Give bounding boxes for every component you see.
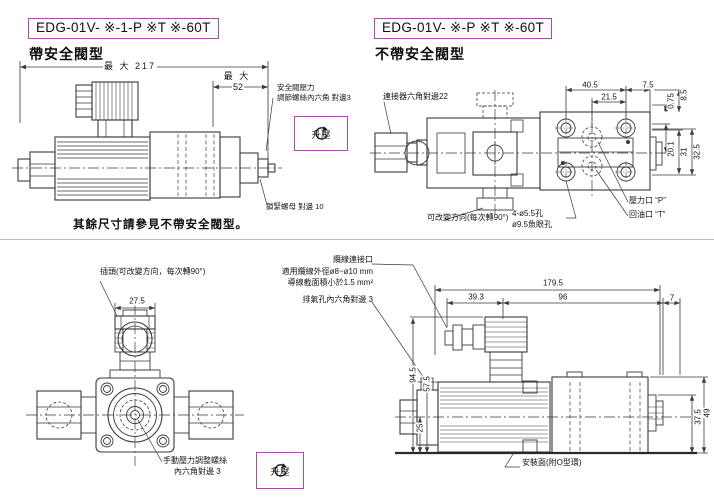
valve-top-outline [374, 92, 663, 211]
ann-port-p: 壓力口 “P” [629, 196, 666, 205]
dim-179-5: 179.5 [541, 278, 565, 288]
dim-overall-max-217: 最 大 217 [102, 60, 158, 72]
drawing-side-view [371, 263, 708, 468]
dim-8-5: 8.5 [679, 88, 689, 102]
model-code-box-safety: EDG-01V- ※-1-P ※T ※-60T [28, 18, 219, 39]
ann-bleed-hole: 排氣孔內六角對邊 3 [302, 295, 373, 304]
ann-relief-pressure-2: 調節螺絲內六角 對邊3 [277, 93, 351, 102]
ann-manual-screw-2: 內六角對邊 3 [174, 467, 221, 476]
pressure-rise-box-top: 升壓 [294, 116, 348, 151]
ann-cable-area: 導線截面積小於1.5 mm² [287, 278, 373, 287]
dim-57-5: 57.5 [422, 375, 432, 393]
drawing-top-view [370, 86, 696, 221]
pressure-rise-icon [273, 463, 287, 477]
ann-mount-holes-1: 4-ø5.5孔 [512, 209, 544, 218]
leader-lines [99, 280, 163, 463]
leader-lines [259, 97, 274, 206]
dim-20-1: 20.1 [666, 140, 676, 158]
dim-40-5: 40.5 [581, 80, 599, 90]
center-lines [370, 90, 666, 216]
ann-mount-holes-2: ø9.5魚眼孔 [512, 220, 553, 229]
leader-lines [383, 101, 629, 221]
valve-outline [17, 81, 276, 201]
dimension-lines [565, 86, 696, 176]
ann-cable-od: 適用纜線外徑ø8~ø10 mm [281, 267, 373, 276]
pressure-rise-label-bottom: 升壓 [270, 466, 290, 478]
model-code-std: EDG-01V- ※-P ※T ※-60T [382, 20, 545, 35]
type-label-safety: 帶安全閥型 [29, 46, 104, 62]
drawing-front-view [26, 280, 244, 466]
model-code-safety: EDG-01V- ※-1-P ※T ※-60T [36, 20, 211, 35]
pressure-rise-icon [314, 126, 328, 140]
dim-32-5: 32.5 [692, 143, 702, 161]
ann-mounting-surface: 安裝面(附O型環) [522, 458, 582, 467]
dim-25: 25 [415, 422, 425, 434]
dim-max-label: 最 大 [222, 70, 252, 82]
dim-21-5: 21.5 [600, 92, 618, 102]
type-label-std: 不帶安全閥型 [375, 46, 465, 62]
pressure-rise-box-bottom: 升壓 [256, 452, 304, 489]
pressure-rise-label-top: 升壓 [311, 129, 331, 141]
ann-connector-hex: 連接器六角對邊22 [383, 92, 448, 101]
model-code-box-std: EDG-01V- ※-P ※T ※-60T [374, 18, 553, 39]
connector-assembly [444, 316, 528, 383]
drawing-side-view-with-safety-valve [12, 61, 282, 206]
note-other-dimensions: 其餘尺寸請參見不帶安全閥型。 [73, 219, 248, 231]
dim-7-5: 7.5 [641, 80, 655, 90]
dim-0-75: 0.75 [666, 92, 676, 110]
dim-49: 49 [702, 407, 712, 419]
ann-relief-pressure-1: 安全閥壓力 [277, 83, 315, 92]
dimension-lines [410, 285, 708, 454]
valve-body [551, 371, 664, 454]
dim-27-5: 27.5 [128, 296, 146, 306]
ann-port-t: 回油口 “T” [629, 210, 666, 219]
dim-52: 52 [231, 81, 245, 93]
ann-rotatable: 可改變方向(每次轉90°) [427, 213, 509, 222]
center-lines [26, 304, 244, 466]
dim-39-3: 39.3 [467, 292, 485, 302]
ann-manual-screw-1: 手動壓力調整螺絲 [163, 456, 227, 465]
leader-lines [371, 263, 520, 468]
dim-7: 7 [668, 293, 676, 303]
dim-94-5: 94.5 [408, 366, 418, 384]
dim-37-5: 37.5 [693, 408, 703, 426]
section-divider [0, 239, 714, 240]
ann-locknut: 鎖緊螺母 對邊 10 [266, 202, 324, 211]
ann-plug-rotatable: 插頭(可改變方向，每次轉90°) [100, 267, 206, 276]
ann-cable-port: 纜線連接口 [333, 255, 373, 264]
dim-31: 31 [679, 146, 689, 158]
bolt-holes [555, 117, 637, 183]
dim-96: 96 [557, 292, 569, 302]
